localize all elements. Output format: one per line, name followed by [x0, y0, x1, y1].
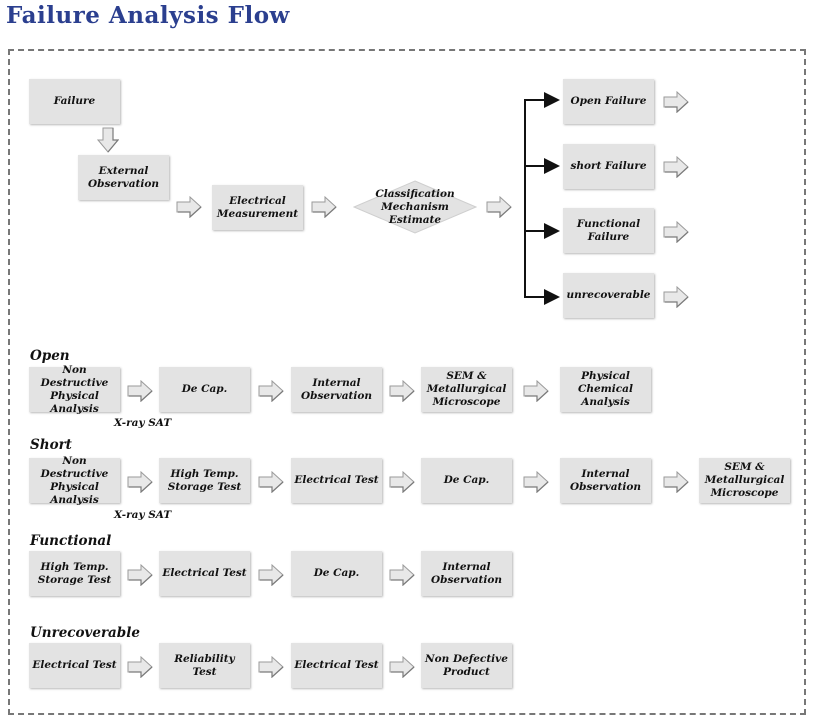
diamond-shape	[353, 180, 477, 234]
right-arrow-icon	[127, 380, 153, 402]
right-arrow-icon	[127, 471, 153, 493]
open-step-2: De Cap.	[159, 367, 250, 412]
diagram-frame	[8, 49, 806, 715]
functional-failure-box: Functional Failure	[563, 208, 654, 253]
right-arrow-icon	[258, 564, 284, 586]
external-observation-box: External Observation	[78, 155, 169, 200]
right-arrow-icon	[523, 471, 549, 493]
classification-label: Classification Mechanism Estimate	[375, 187, 455, 226]
right-arrow-icon	[258, 656, 284, 678]
right-arrow-icon	[389, 656, 415, 678]
open-step-3: Internal Observation	[291, 367, 382, 412]
unrecoverable-box: unrecoverable	[563, 273, 654, 318]
short-xray-note: X-ray SAT	[114, 509, 172, 521]
unrecoverable-step-3: Electrical Test	[291, 643, 382, 688]
unrecoverable-step-1: Electrical Test	[29, 643, 120, 688]
short-step-3: Electrical Test	[291, 458, 382, 503]
section-functional-title: Functional	[30, 533, 112, 549]
right-arrow-icon	[389, 564, 415, 586]
right-arrow-icon	[663, 221, 689, 243]
open-step-5: Physical Chemical Analysis	[560, 367, 651, 412]
right-arrow-icon	[258, 380, 284, 402]
right-arrow-icon	[663, 471, 689, 493]
section-short-title: Short	[30, 437, 72, 453]
short-step-2: High Temp. Storage Test	[159, 458, 250, 503]
unrecoverable-step-4: Non Defective Product	[421, 643, 512, 688]
short-step-6: SEM & Metallurgical Microscope	[699, 458, 790, 503]
right-arrow-icon	[663, 91, 689, 113]
open-step-4: SEM & Metallurgical Microscope	[421, 367, 512, 412]
unrecoverable-step-2: Reliability Test	[159, 643, 250, 688]
short-step-4: De Cap.	[421, 458, 512, 503]
section-open-title: Open	[30, 348, 70, 364]
right-arrow-icon	[523, 380, 549, 402]
right-arrow-icon	[127, 564, 153, 586]
right-arrow-icon	[389, 471, 415, 493]
right-arrow-icon	[663, 286, 689, 308]
short-step-5: Internal Observation	[560, 458, 651, 503]
open-step-1: Non Destructive Physical Analysis	[29, 364, 120, 415]
right-arrow-icon	[663, 156, 689, 178]
electrical-measurement-box: Electrical Measurement	[212, 185, 303, 230]
right-arrow-icon	[389, 380, 415, 402]
open-xray-note: X-ray SAT	[114, 417, 172, 429]
functional-step-1: High Temp. Storage Test	[29, 551, 120, 596]
open-failure-box: Open Failure	[563, 79, 654, 124]
classification-diamond: Classification Mechanism Estimate	[353, 180, 477, 234]
functional-step-2: Electrical Test	[159, 551, 250, 596]
page-title: Failure Analysis Flow	[6, 2, 290, 29]
functional-step-4: Internal Observation	[421, 551, 512, 596]
short-failure-box: short Failure	[563, 144, 654, 189]
short-step-1: Non Destructive Physical Analysis	[29, 455, 120, 506]
right-arrow-icon	[258, 471, 284, 493]
section-unrecoverable-title: Unrecoverable	[30, 625, 140, 641]
functional-step-3: De Cap.	[291, 551, 382, 596]
right-arrow-icon	[127, 656, 153, 678]
failure-box: Failure	[29, 79, 120, 124]
